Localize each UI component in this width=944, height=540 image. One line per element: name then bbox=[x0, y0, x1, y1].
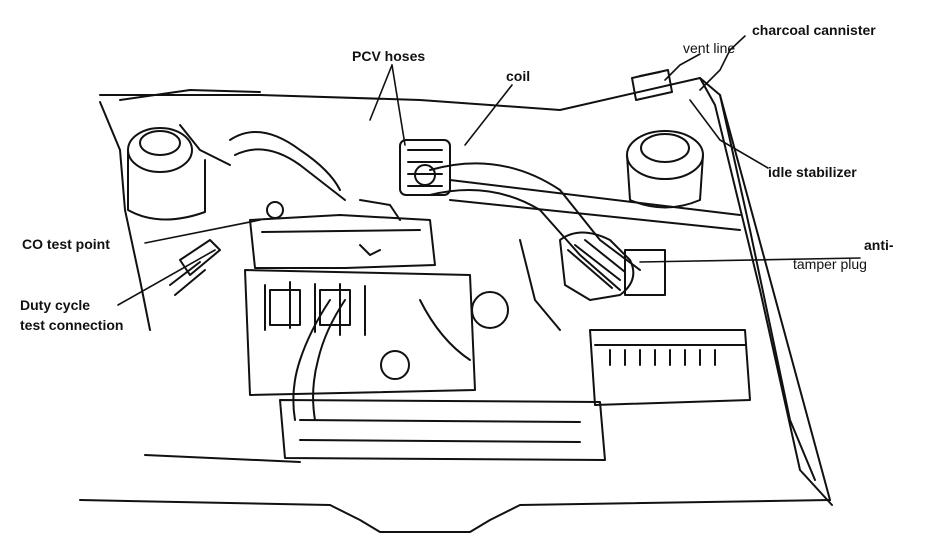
radiator bbox=[279, 399, 606, 461]
label-anti-tamper-plug-line2: tamper plug bbox=[793, 256, 867, 272]
right-strut-tower bbox=[626, 130, 704, 209]
label-anti-tamper-plug-line1: anti- bbox=[864, 237, 894, 253]
valve-cover bbox=[249, 214, 436, 269]
charcoal-cannister-shape bbox=[631, 69, 673, 101]
label-co-test-point: CO test point bbox=[22, 236, 110, 252]
label-coil: coil bbox=[506, 68, 531, 84]
leader-lines bbox=[117, 35, 861, 306]
test-connector bbox=[169, 201, 284, 296]
left-strut-tower bbox=[127, 127, 206, 221]
engine-block bbox=[244, 269, 476, 396]
hoses-and-wires bbox=[179, 124, 509, 421]
label-pcv-hoses: PCV hoses bbox=[352, 48, 426, 64]
air-filter-housing bbox=[559, 231, 666, 301]
intake-duct bbox=[429, 162, 741, 331]
body-outline bbox=[79, 77, 833, 533]
label-idle-stabilizer: idle stabilizer bbox=[768, 164, 857, 180]
coil-shape bbox=[399, 139, 451, 196]
battery-shape bbox=[589, 329, 751, 406]
label-charcoal-cannister: charcoal cannister bbox=[752, 22, 876, 38]
label-duty-cycle-line2: test connection bbox=[20, 317, 124, 333]
label-duty-cycle-line1: Duty cycle bbox=[20, 297, 91, 313]
label-vent-line: vent line bbox=[683, 40, 736, 56]
